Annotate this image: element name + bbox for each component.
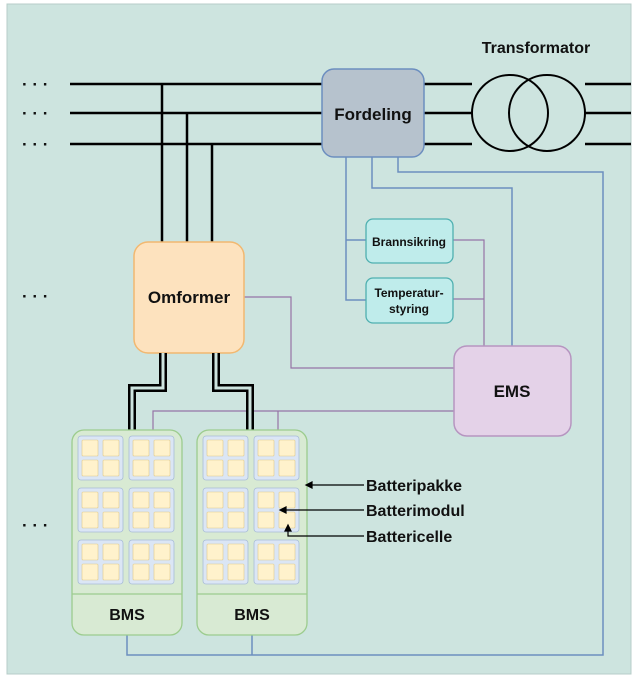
fordeling-box: Fordeling [321, 68, 425, 158]
dc-cable-right-inner [214, 353, 252, 430]
temperaturstyring-box: Temperatur- styring [365, 277, 454, 324]
temperaturstyring-label-line2: styring [389, 302, 429, 316]
ellipsis-bus-3: · · · [22, 135, 48, 154]
ems-box: EMS [453, 345, 572, 437]
power-bus [70, 82, 631, 242]
battery-cell-right-0-1-1 [278, 439, 296, 457]
brannsikring-label: Brannsikring [372, 235, 446, 249]
brannsikring-shape [365, 218, 454, 264]
battery-cell-left-2-1-1 [153, 543, 171, 561]
comm-line-fordeling-bms [126, 157, 604, 656]
ellipsis-bus-1: · · · [22, 75, 48, 94]
battery-cell-left-0-0-0 [81, 439, 99, 457]
temperaturstyring-shape [365, 277, 454, 324]
battery-cell-left-2-0-2 [81, 563, 99, 581]
battery-cell-left-1-1-0 [132, 491, 150, 509]
comm-line-fordeling-ems [371, 157, 513, 346]
battery-cell-right-0-1-3 [278, 459, 296, 477]
omformer-shape [133, 241, 245, 354]
battery-cell-left-1-0-1 [102, 491, 120, 509]
bms-label-right: BMS [234, 607, 270, 624]
callout-arrows [278, 481, 364, 537]
comm-line-fordeling-temperatur [345, 157, 366, 301]
battery-cell-right-2-1-3 [278, 563, 296, 581]
battery-cell-left-2-0-3 [102, 563, 120, 581]
battery-cell-left-1-1-1 [153, 491, 171, 509]
battery-cell-right-0-1-2 [257, 459, 275, 477]
transformer-winding-2 [508, 74, 586, 152]
battery-cell-left-2-0-1 [102, 543, 120, 561]
battery-cell-left-0-1-2 [132, 459, 150, 477]
comm-line-brann-ems [453, 239, 485, 346]
battery-cell-left-2-1-3 [153, 563, 171, 581]
comm-lines-purple [152, 239, 485, 430]
fordeling-shape [321, 68, 425, 158]
transformator-label: Transformator [482, 40, 590, 57]
battery-cell-left-2-1-2 [132, 563, 150, 581]
ellipsis-omformer: · · · [22, 287, 48, 306]
battery-cell-right-0-0-3 [227, 459, 245, 477]
battery-cell-right-2-1-0 [257, 543, 275, 561]
arrow-head-battericelle [284, 523, 292, 532]
battery-cell-right-1-0-2 [206, 511, 224, 529]
battery-cell-right-2-0-2 [206, 563, 224, 581]
battery-cell-left-0-1-0 [132, 439, 150, 457]
battery-racks: BMS BMS [71, 429, 308, 636]
ems-label: EMS [494, 382, 531, 401]
battery-cell-right-0-0-1 [227, 439, 245, 457]
arrow-head-batterimodul [278, 506, 287, 514]
battery-cell-left-0-0-1 [102, 439, 120, 457]
battery-cell-right-1-0-0 [206, 491, 224, 509]
bms-label-left: BMS [109, 607, 145, 624]
battery-cell-right-0-0-2 [206, 459, 224, 477]
battery-cell-left-1-1-3 [153, 511, 171, 529]
battery-cell-left-1-0-3 [102, 511, 120, 529]
battery-cell-right-2-1-2 [257, 563, 275, 581]
battery-cell-left-1-0-0 [81, 491, 99, 509]
battery-cell-right-1-1-2 [257, 511, 275, 529]
battery-cell-right-0-0-0 [206, 439, 224, 457]
battery-cell-right-2-0-0 [206, 543, 224, 561]
batterimodul-label: Batterimodul [366, 503, 465, 520]
battery-cell-right-0-1-0 [257, 439, 275, 457]
battery-cell-right-1-1-0 [257, 491, 275, 509]
omformer-box: Omformer [133, 241, 245, 354]
dc-cables [128, 353, 254, 430]
battericelle-label: Battericelle [366, 529, 452, 546]
dc-cable-left-inner [130, 353, 165, 430]
comm-line-ems-racks [152, 410, 454, 430]
fordeling-label: Fordeling [334, 105, 411, 124]
battery-cell-left-0-0-2 [81, 459, 99, 477]
ellipsis-batteries: · · · [22, 516, 48, 535]
comm-lines-blue [126, 157, 604, 656]
battery-cell-right-2-0-3 [227, 563, 245, 581]
ems-shape [453, 345, 572, 437]
battery-cell-right-2-1-1 [278, 543, 296, 561]
battery-cell-right-2-0-1 [227, 543, 245, 561]
brannsikring-box: Brannsikring [365, 218, 454, 264]
battery-cell-left-0-0-3 [102, 459, 120, 477]
arrow-head-batteripakke [304, 481, 313, 489]
battery-cell-left-1-0-2 [81, 511, 99, 529]
battery-cell-right-1-0-1 [227, 491, 245, 509]
temperaturstyring-label-line1: Temperatur- [374, 286, 443, 300]
comm-line-omformer-ems [244, 296, 454, 369]
battery-cell-right-1-1-1 [278, 491, 296, 509]
ellipsis-bus-2: · · · [22, 104, 48, 123]
battery-cell-left-1-1-2 [132, 511, 150, 529]
battery-cell-left-2-1-0 [132, 543, 150, 561]
battery-cell-left-0-1-3 [153, 459, 171, 477]
batteripakke-label: Batteripakke [366, 478, 462, 495]
battery-cell-right-1-0-3 [227, 511, 245, 529]
battery-cell-left-2-0-0 [81, 543, 99, 561]
battery-cell-left-0-1-1 [153, 439, 171, 457]
transformer-winding-1 [471, 74, 549, 152]
transformator: Transformator [471, 40, 590, 152]
omformer-label: Omformer [148, 288, 231, 307]
battery-cell-right-1-1-3 [278, 511, 296, 529]
